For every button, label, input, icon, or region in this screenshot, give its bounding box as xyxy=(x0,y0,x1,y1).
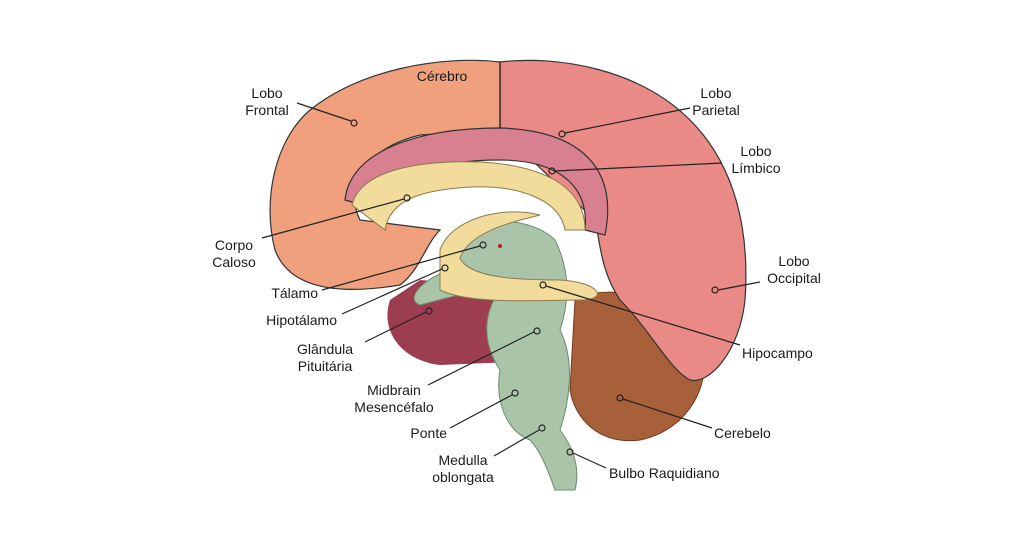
label-cerebelo: Cerebelo xyxy=(714,425,771,441)
leader-lines xyxy=(261,102,761,469)
corpus-callosum xyxy=(351,161,586,231)
label-cerebro: Cérebro xyxy=(417,68,468,84)
label-bulbo-raquidiano: Bulbo Raquidiano xyxy=(609,465,720,481)
label-hipotalamo: Hipotálamo xyxy=(266,312,337,328)
hippocampus xyxy=(439,211,598,302)
label-talamo: Tálamo xyxy=(271,285,318,301)
label-hipocampo: Hipocampo xyxy=(742,345,813,361)
label-ponte: Ponte xyxy=(410,425,447,441)
